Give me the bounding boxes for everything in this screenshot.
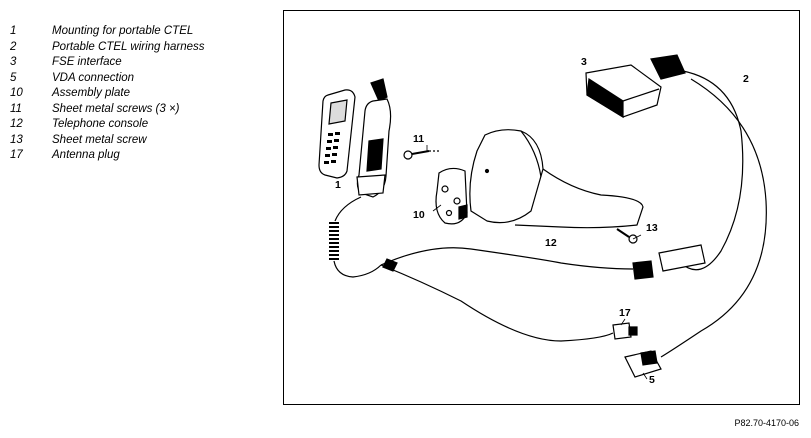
legend-label: VDA connection <box>52 71 135 84</box>
legend-number: 5 <box>10 71 17 84</box>
legend-number: 3 <box>10 56 17 68</box>
legend-number: 12 <box>10 118 23 130</box>
callout-2: 2 <box>743 73 749 85</box>
legend-row: 17 Antenna plug <box>10 148 205 164</box>
callout-5: 5 <box>649 374 655 386</box>
legend-row: 5 VDA connection <box>10 71 205 87</box>
figure-reference: P82.70-4170-06 <box>734 418 799 428</box>
telephone-console <box>469 129 644 229</box>
parts-legend: 1 Mounting for portable CTEL 2 Portable CT… <box>10 24 205 164</box>
callout-12: 12 <box>545 237 557 249</box>
legend-row: 1 Mounting for portable CTEL <box>10 24 205 40</box>
legend-row: 13 Sheet metal screw <box>10 133 205 149</box>
legend-label: Antenna plug <box>52 149 120 161</box>
vda-connector <box>624 350 662 378</box>
legend-row: 11 Sheet metal screws (3 ×) <box>10 102 205 118</box>
legend-label: Mounting for portable CTEL <box>52 25 194 37</box>
legend-number: 11 <box>10 102 22 115</box>
coiled-cable <box>329 196 382 278</box>
diagram-frame: 1 2 3 5 10 11 12 13 17 <box>283 10 800 405</box>
callout-1: 1 <box>335 179 341 191</box>
console-screw <box>616 228 638 244</box>
legend-number: 17 <box>10 149 23 161</box>
legend-row: 12 Telephone console <box>10 117 205 133</box>
assembly-plate <box>435 167 468 225</box>
legend-number: 10 <box>10 87 23 99</box>
legend-label: Portable CTEL wiring harness <box>52 40 205 53</box>
phone-handset <box>318 89 356 179</box>
legend-label: FSE interface <box>52 56 122 68</box>
legend-label: Assembly plate <box>52 87 130 99</box>
legend-label: Telephone console <box>52 118 149 130</box>
legend-number: 2 <box>10 40 17 53</box>
callout-10: 10 <box>413 209 425 221</box>
harness-connector <box>632 244 706 280</box>
legend-row: 3 FSE interface <box>10 55 205 71</box>
leader-lines <box>426 145 648 380</box>
legend-number: 1 <box>10 25 17 37</box>
legend-number: 13 <box>10 133 23 146</box>
wiring-harness <box>380 70 767 358</box>
antenna-plug <box>612 322 638 340</box>
callout-3: 3 <box>581 56 587 68</box>
phone-cradle <box>356 78 392 198</box>
legend-row: 2 Portable CTEL wiring harness <box>10 40 205 56</box>
callout-13: 13 <box>646 222 658 234</box>
callout-11: 11 <box>413 133 425 145</box>
legend-row: 10 Assembly plate <box>10 86 205 102</box>
legend-label: Sheet metal screw <box>52 133 147 146</box>
fse-interface <box>585 54 686 119</box>
callout-17: 17 <box>619 307 631 319</box>
sheet-metal-screw <box>403 150 439 160</box>
exploded-view-drawing <box>318 54 767 380</box>
legend-label: Sheet metal screws (3 ×) <box>52 102 180 115</box>
